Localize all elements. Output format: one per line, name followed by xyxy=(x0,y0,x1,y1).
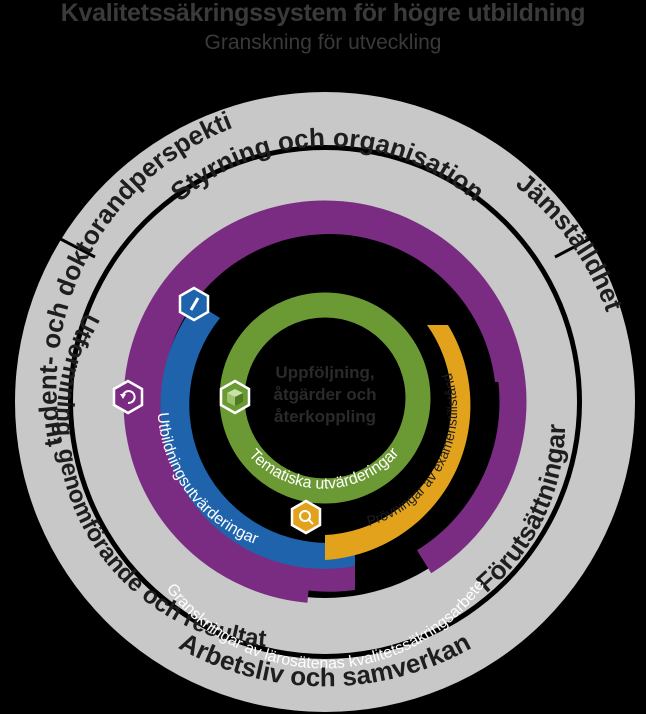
refresh-icon xyxy=(112,379,144,415)
divider-left xyxy=(29,221,96,259)
center-line-2: åtgärder och xyxy=(274,385,377,404)
center-line-3: återkoppling xyxy=(274,407,376,426)
blue-arc xyxy=(160,303,355,569)
gold-arc xyxy=(325,325,471,560)
pencil-icon xyxy=(178,286,210,322)
cube-icon xyxy=(219,379,251,415)
divider-right xyxy=(554,221,621,259)
page-title: Kvalitetssäkringssystem för högre utbild… xyxy=(60,0,586,27)
page-subtitle: Granskning för utveckling xyxy=(204,31,442,54)
center-line-1: Uppföljning, xyxy=(275,363,374,382)
header: Kvalitetssäkringssystem för högre utbild… xyxy=(0,0,646,55)
search-icon xyxy=(290,499,322,535)
